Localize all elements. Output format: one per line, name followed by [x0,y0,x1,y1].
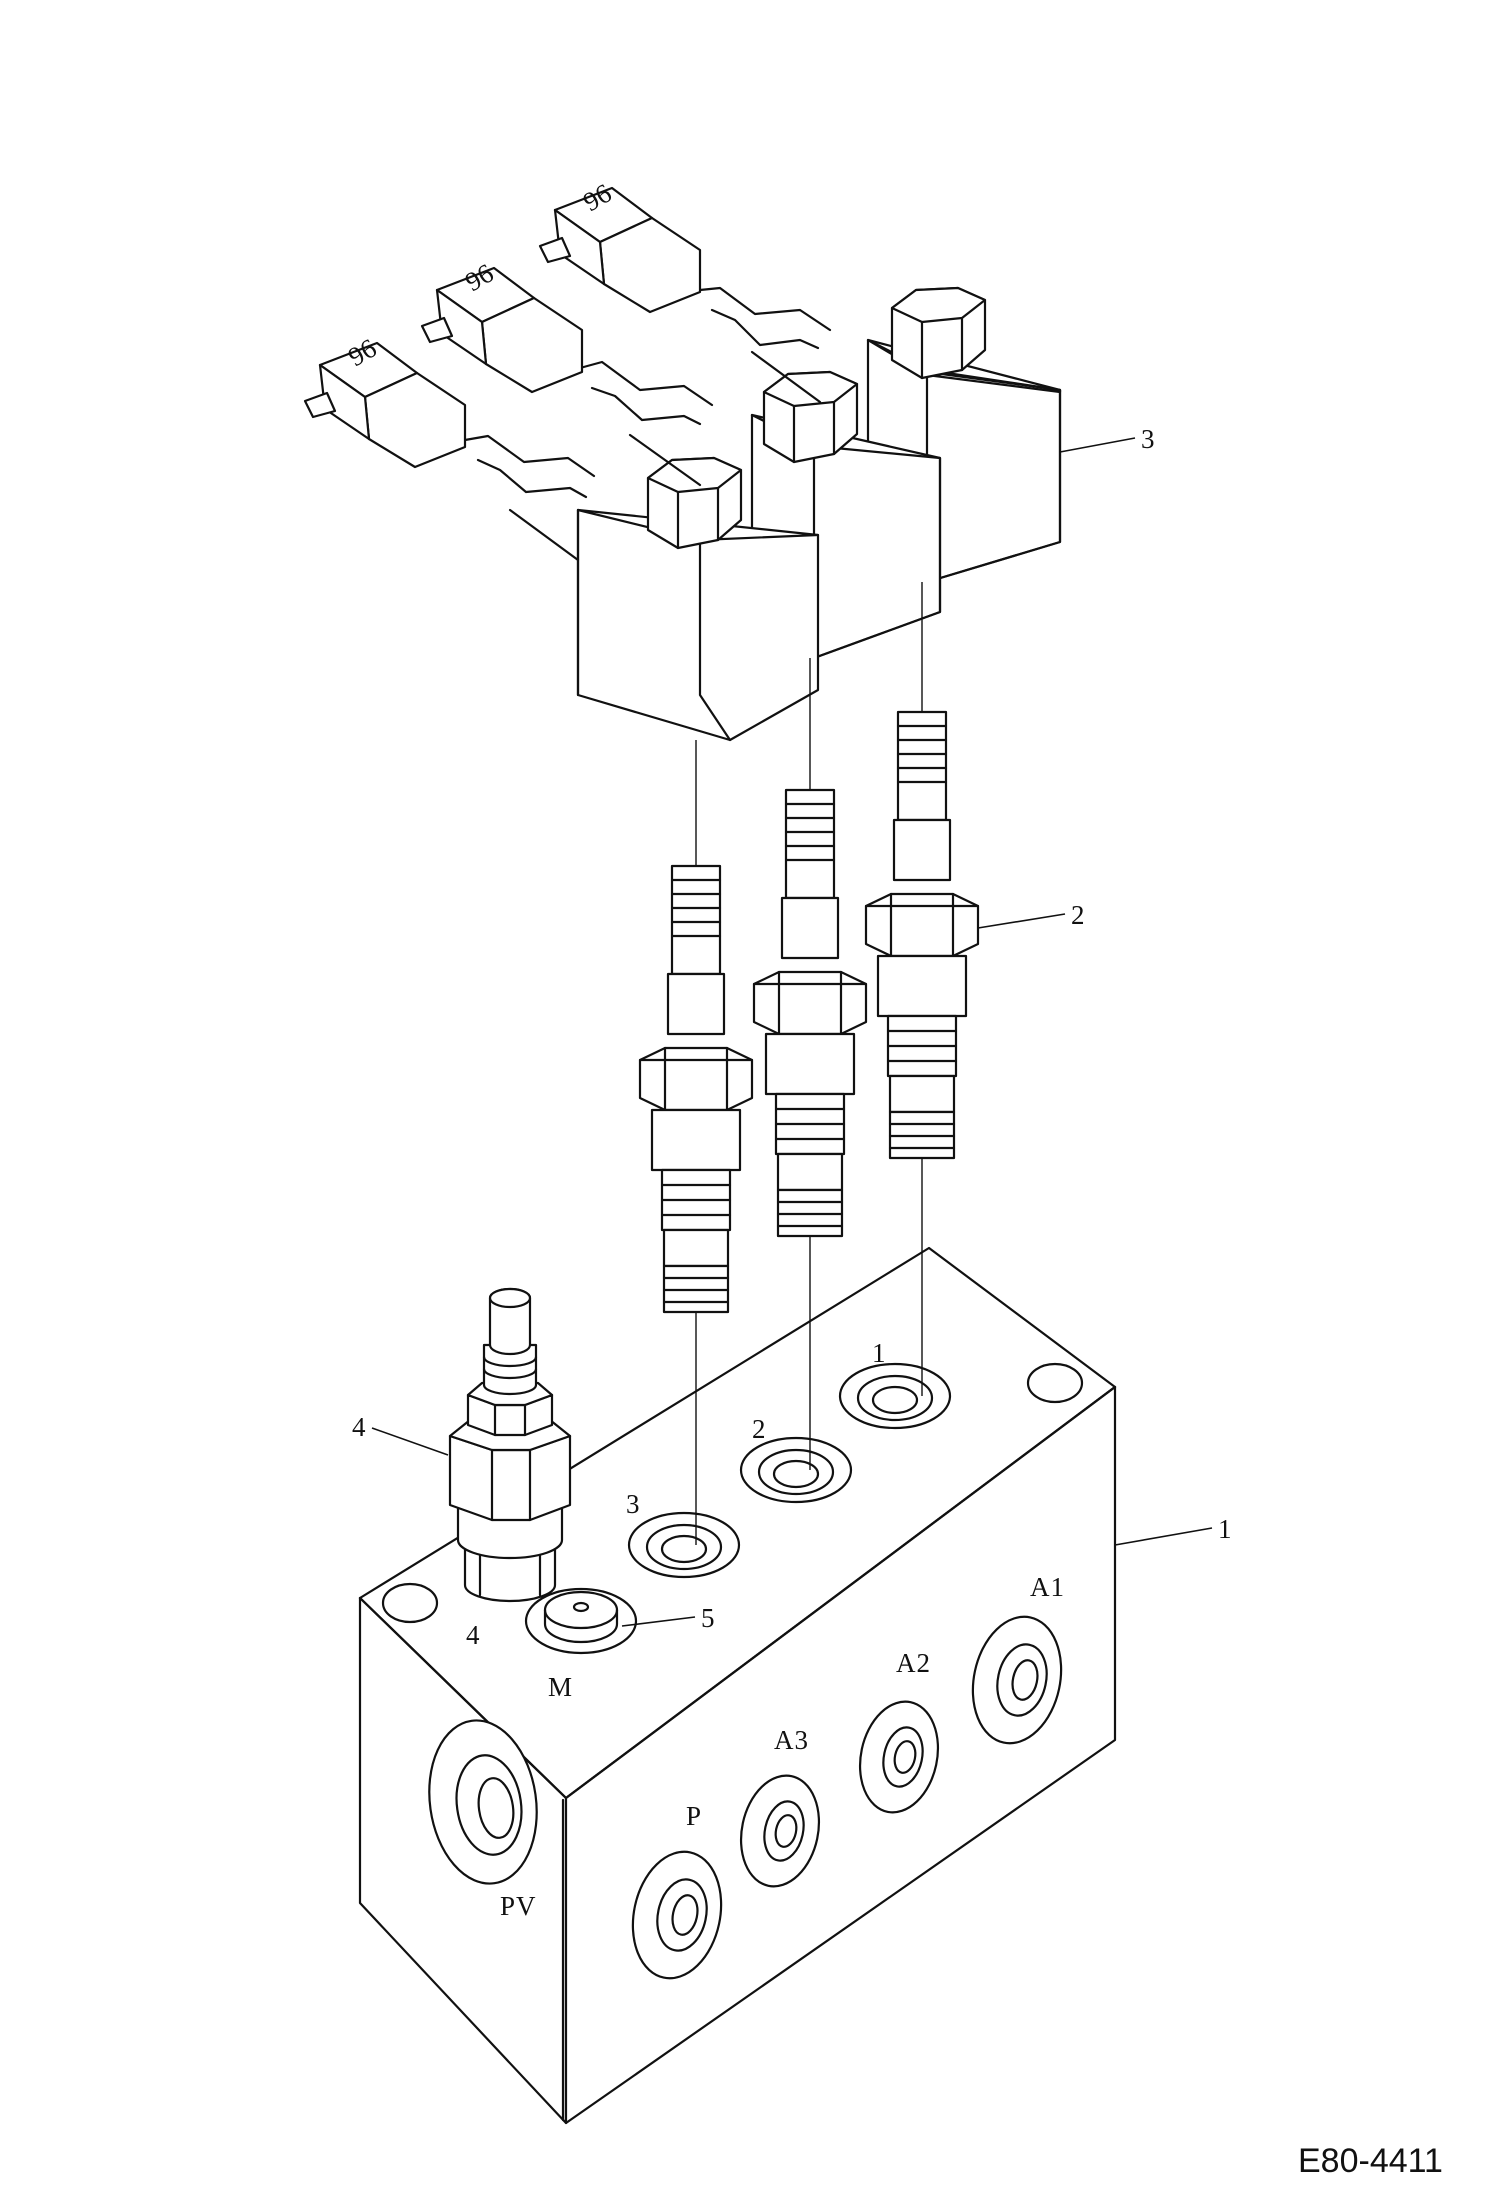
callout-solenoid-coil: 3 [1141,424,1155,454]
port-label-pv: PV [500,1891,537,1921]
cavity-number: 1 [872,1338,887,1368]
coil-wiring [463,286,832,562]
electrical-connector: 96 [538,178,702,314]
cavity-numbers: 1 2 3 4 [466,1338,887,1650]
manifold-block [358,1246,1117,2125]
figure-code: E80-4411 [1298,2142,1443,2180]
cartridge-valve [638,864,754,1314]
port-label-a3: A3 [774,1725,809,1755]
callout-cartridge-valve: 2 [1071,900,1085,930]
electrical-connector: 96 [420,258,584,394]
callout-relief-valve: 4 [352,1412,366,1442]
port-label-p: P [686,1801,702,1831]
cavity-number: 3 [626,1489,641,1519]
port-label-a1: A1 [1030,1572,1065,1602]
electrical-connector: 96 [303,333,467,469]
callout-plug: 5 [701,1603,715,1633]
cartridge-valve [752,788,868,1238]
callouts: 3 2 1 4 5 [352,424,1232,1633]
cavity-number: 2 [752,1414,767,1444]
relief-valve [448,1287,572,1603]
port-labels: M P PV A3 A2 A1 [500,1572,1065,1921]
cartridge-valve [864,710,980,1160]
port-label-m: M [548,1672,573,1702]
port-label-a2: A2 [896,1648,931,1678]
callout-manifold-block: 1 [1218,1514,1232,1544]
cavity-number: 4 [466,1620,481,1650]
solenoid-coil [576,456,820,742]
assembly-lines [695,582,923,1545]
